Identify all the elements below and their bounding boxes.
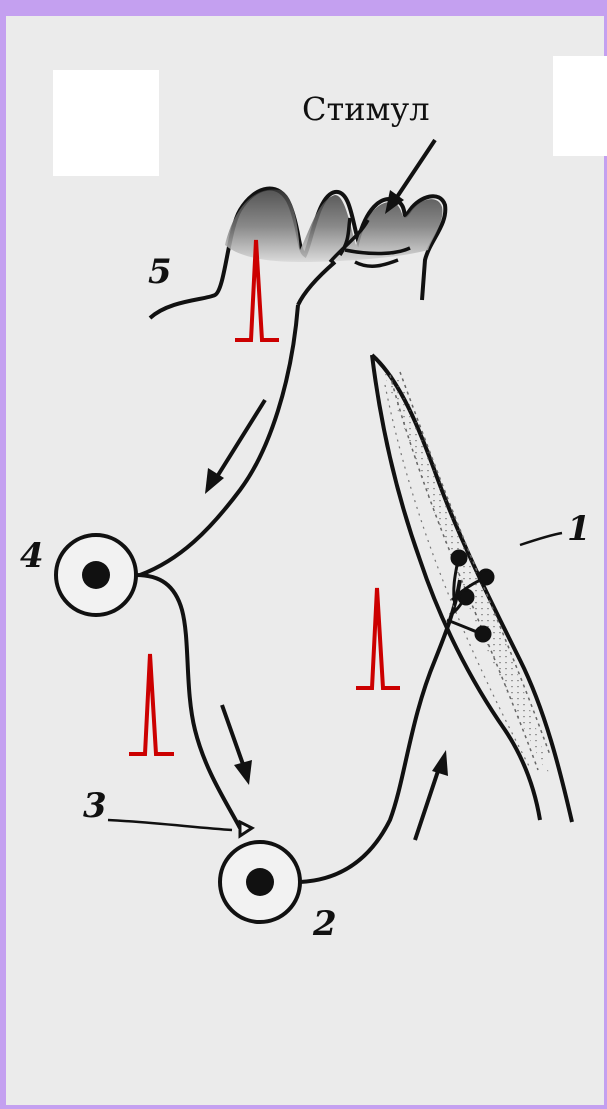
label-synapse: 3 — [83, 786, 107, 826]
synapse-terminal — [240, 822, 252, 836]
skin-receptor — [150, 189, 445, 318]
impulse-spike-icon — [356, 588, 400, 688]
muscle-pointer-line — [520, 533, 562, 545]
sensory-neuron — [56, 535, 136, 615]
synapse-pointer-line — [108, 820, 232, 830]
label-sensory-neuron: 4 — [20, 536, 44, 576]
stimulus-label: Стимул — [302, 90, 430, 128]
sensory-fiber — [140, 305, 298, 575]
blank-box-right — [553, 56, 607, 156]
blank-box-left — [53, 70, 159, 176]
direction-arrow-icon — [415, 750, 448, 840]
muscle — [372, 355, 572, 822]
direction-arrow-icon — [222, 705, 252, 785]
label-motor-neuron: 2 — [312, 904, 337, 944]
direction-arrow-icon — [205, 400, 265, 494]
label-receptor-skin: 5 — [148, 252, 172, 292]
label-muscle: 1 — [567, 509, 591, 549]
motor-neuron — [220, 842, 300, 922]
impulse-spike-icon — [129, 654, 174, 754]
